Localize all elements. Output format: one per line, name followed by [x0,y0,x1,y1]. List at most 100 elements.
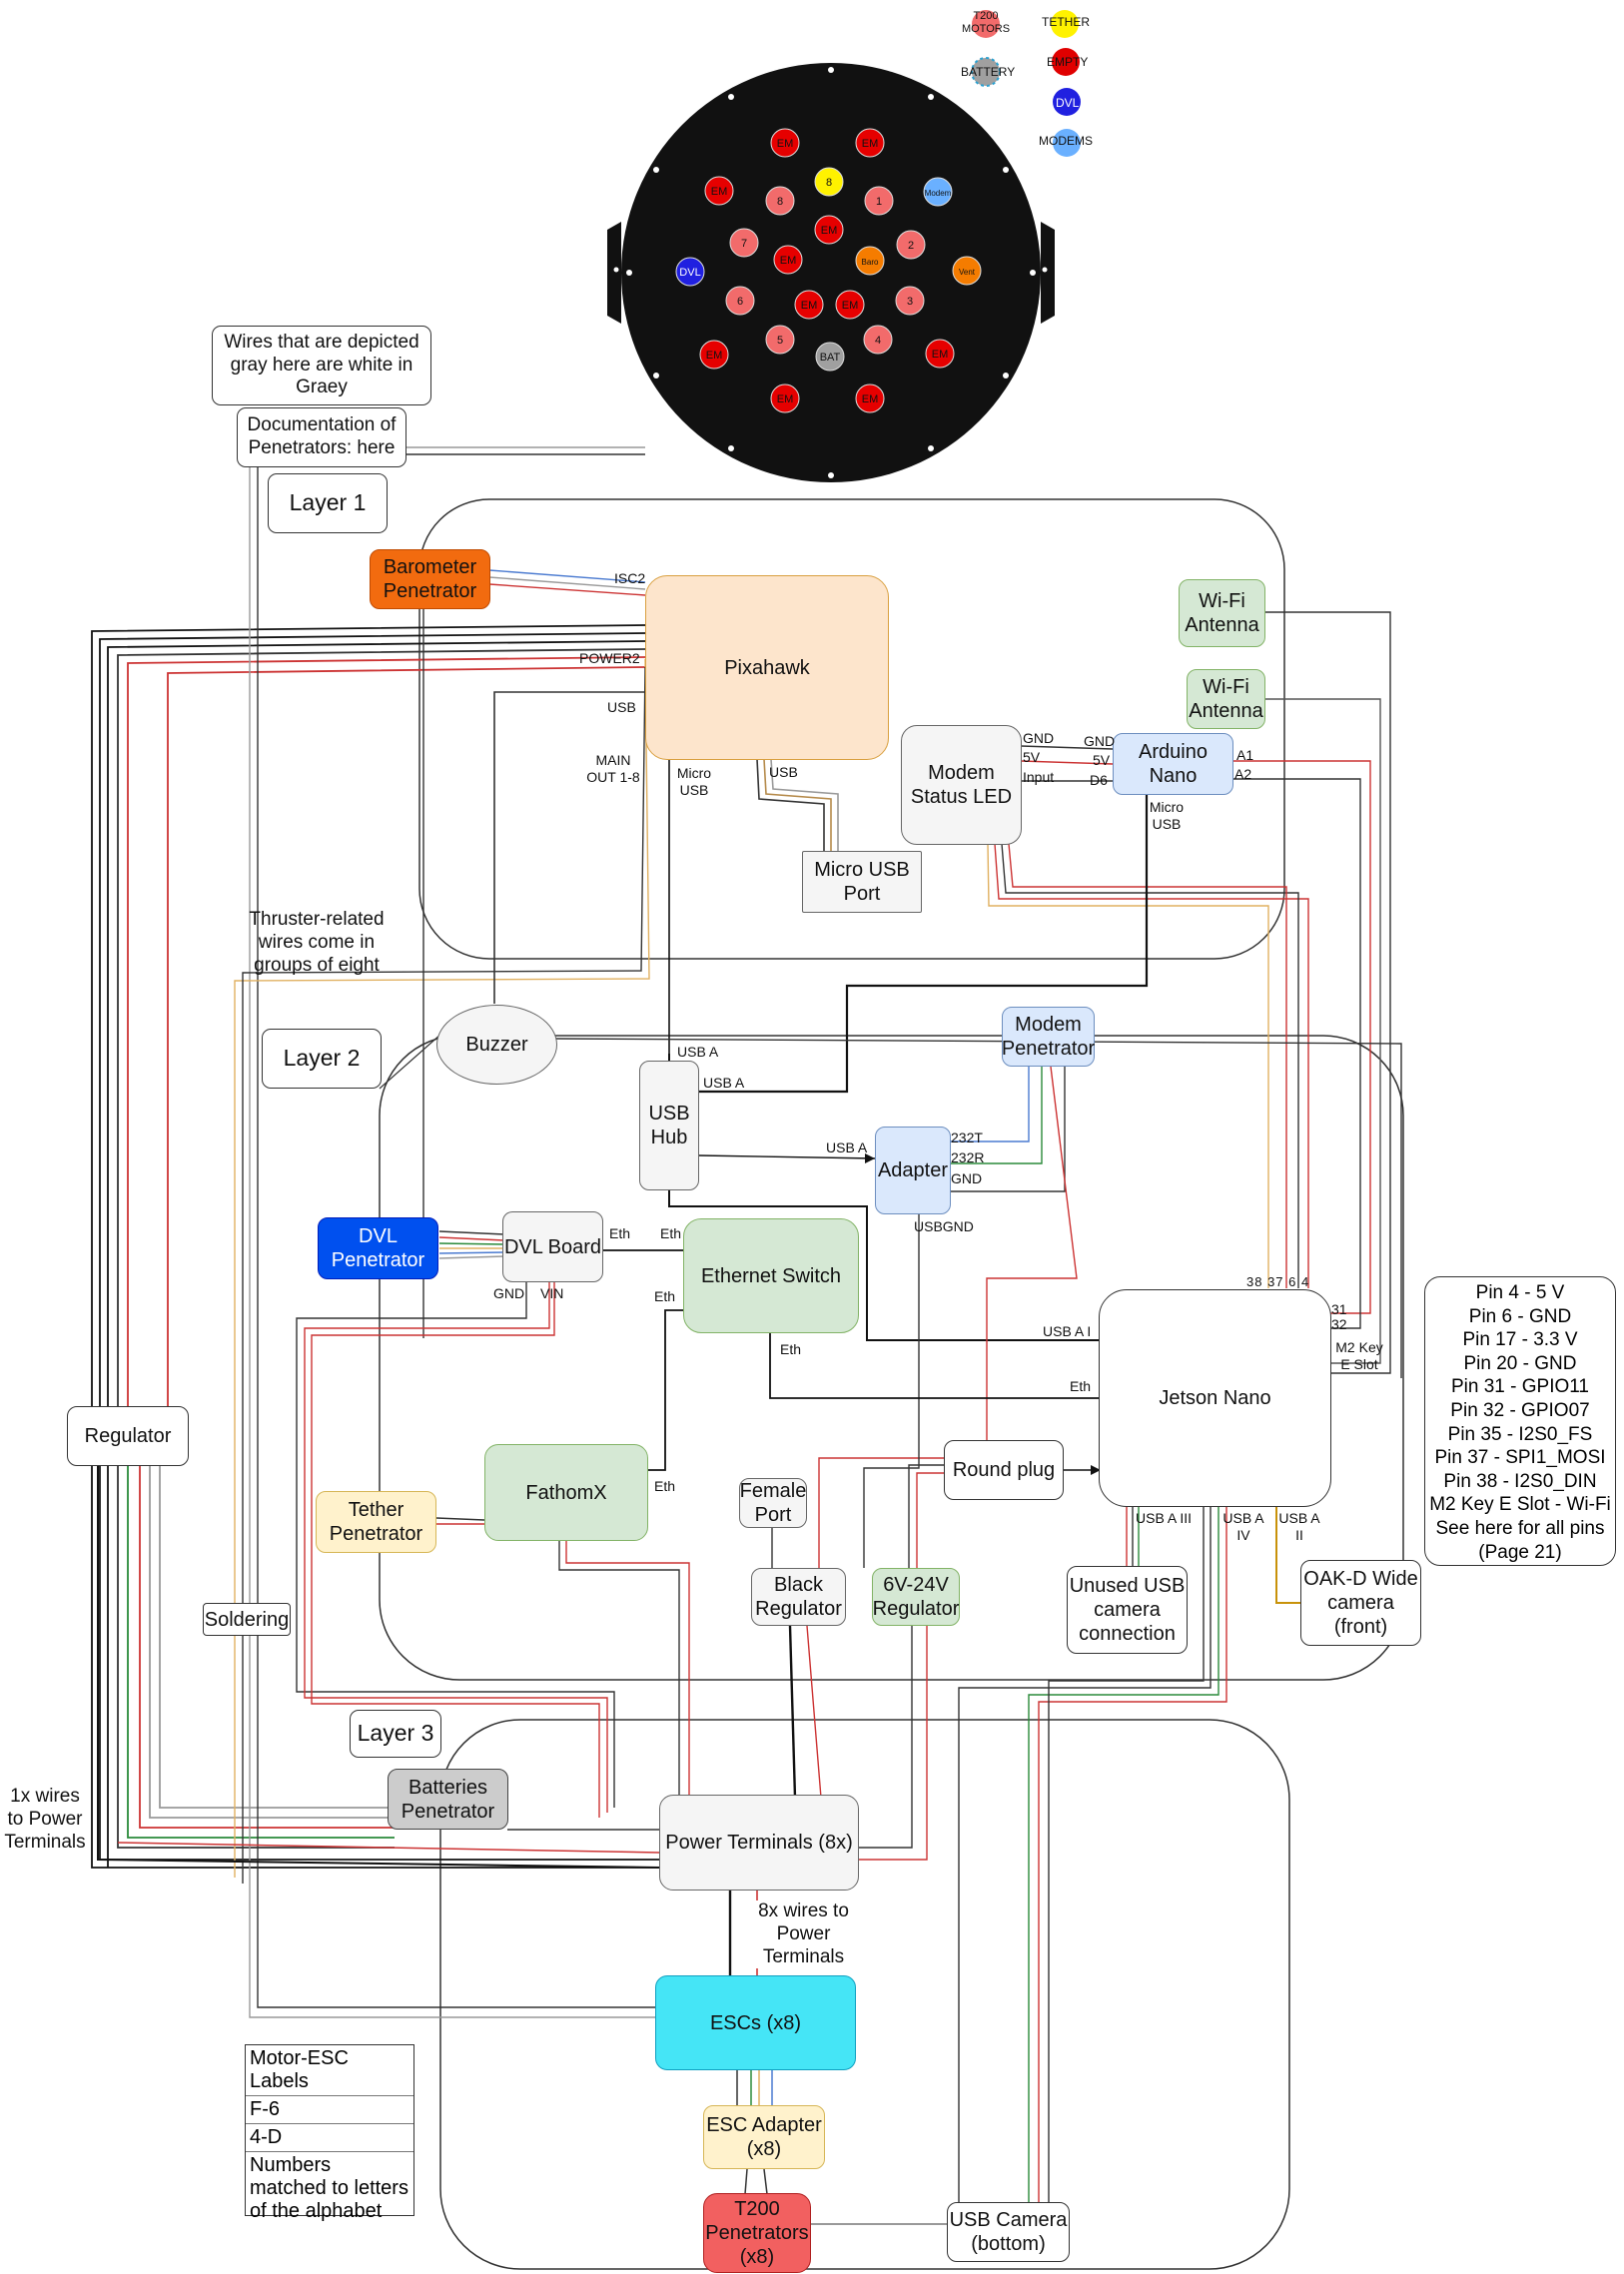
pin-line: M2 Key E Slot - Wi-Fi [1429,1494,1611,1516]
endcap-port-label: Vent [959,268,976,277]
ethernet-switch[interactable]: Ethernet Switch [683,1218,859,1333]
pin-line: Pin 38 - I2S0_DIN [1443,1470,1597,1492]
jetson-nano[interactable]: Jetson Nano [1099,1289,1331,1507]
note-thruster: Thruster-related wires come in groups of… [249,909,385,976]
wifi-antenna-2[interactable]: Wi-Fi Antenna [1187,669,1265,729]
adapter[interactable]: Adapter [875,1127,951,1214]
endcap-port-label: 8 [777,196,783,208]
endcap-port [863,325,893,355]
endcap-port [952,256,982,286]
endcap-port-label: EM [842,300,859,312]
tether-penetrator[interactable]: Tether Penetrator [316,1491,436,1553]
usb-hub[interactable]: USB Hub [639,1061,699,1190]
dvl-board[interactable]: DVL Board [502,1211,603,1282]
oak-d-camera[interactable]: OAK-D Wide camera (front) [1300,1560,1421,1646]
fathomx[interactable]: FathomX [484,1444,648,1541]
wire-label-led-gnd: GND [1023,730,1055,746]
arduino-nano[interactable]: Arduino Nano [1113,733,1233,795]
usb-camera-bottom[interactable]: USB Camera (bottom) [947,2202,1070,2262]
layer1-outline [418,498,1285,960]
regulator[interactable]: Regulator [67,1406,189,1466]
wire-label-232t: 232T [951,1130,983,1145]
micro-usb-port[interactable]: Micro USB Port [802,851,922,913]
pin-line: Pin 6 - GND [1468,1305,1572,1327]
endcap-port [855,246,885,276]
layer2-label: Layer 2 [262,1029,382,1089]
6v-24v-regulator[interactable]: 6V-24V Regulator [872,1568,960,1626]
endcap-port [770,383,800,413]
pin-line: (Page 21) [1478,1541,1562,1563]
modem-penetrator[interactable]: Modem Penetrator [1002,1007,1095,1067]
endcap-port [675,257,705,287]
legend-dvl-label: DVL [1056,96,1080,110]
legend-dot [972,10,1000,38]
batteries-penetrator[interactable]: Batteries Penetrator [388,1769,508,1830]
endcap-port [895,286,925,316]
endcap-port-label: EM [932,349,949,361]
layer2-outline [379,1035,1404,1681]
pixhawk[interactable]: Pixahawk [645,575,889,760]
esc-adapter[interactable]: ESC Adapter (x8) [703,2105,825,2169]
motor-esc-row: 4-D [246,2123,413,2151]
endcap-port-label: 6 [737,296,743,308]
pin-line: Pin 4 - 5 V [1475,1282,1565,1303]
female-port[interactable]: Female Port [739,1478,807,1528]
wire-label-power2: POWER2 [579,650,640,666]
dvl-penetrator[interactable]: DVL Penetrator [318,1217,438,1279]
endcap-port-label: Baro [862,258,879,267]
wire-label-isc2: ISC2 [614,570,646,586]
endcap-port-label: Modem [925,189,952,198]
pin-line: Pin 17 - 3.3 V [1462,1329,1578,1351]
wire-label-hub-usba1: USB A [677,1044,719,1060]
wire-label-ard-micro: Micro USB [1149,799,1185,832]
endcap-port [896,230,926,260]
wifi-antenna-1[interactable]: Wi-Fi Antenna [1179,579,1265,647]
wire-label-dvl-eth: Eth [609,1225,631,1241]
endcap-port [773,245,803,275]
endcap-port-label: 7 [741,238,747,250]
layer1-label: Layer 1 [268,473,388,533]
endcap-port-label: EM [862,138,879,150]
legend-motors-label: T200 MOTORS [961,10,1011,36]
escs[interactable]: ESCs (x8) [655,1975,856,2070]
wire-label-ard-gnd: GND [1084,733,1116,749]
legend-dot [1052,48,1080,76]
endcap-port [923,177,953,207]
endcap-port-label: BAT [820,352,841,364]
endcap-port-label: EM [780,255,797,267]
note-documentation[interactable]: Documentation of Penetrators: here [237,407,406,467]
endcap-port-label: EM [706,350,723,362]
buzzer[interactable]: Buzzer [436,1005,557,1085]
endcap-port-label: 8 [826,177,832,189]
endcap-port [855,128,885,158]
endcap-port [855,383,885,413]
soldering-label: Soldering [203,1603,291,1636]
note-one-x-wires: 1x wires to Power Terminals [4,1786,86,1853]
wire-label-j-pins: 38 37 6 4 [1246,1274,1310,1289]
power-terminals[interactable]: Power Terminals (8x) [659,1795,859,1891]
layer3-label: Layer 3 [350,1710,441,1758]
wire-label-hub-usba2: USB A [703,1075,745,1091]
t200-penetrators[interactable]: T200 Penetrators (x8) [703,2193,811,2273]
round-plug[interactable]: Round plug [944,1440,1064,1500]
endcap-port [765,186,795,216]
layer3-outline [439,1719,1290,2270]
barometer-penetrator[interactable]: Barometer Penetrator [370,549,490,609]
modem-status-led[interactable]: Modem Status LED [901,725,1022,845]
endcap-port [725,286,755,316]
wire-label-micro-usb: Micro USB [676,765,712,798]
pin-line: Pin 35 - I2S0_FS [1447,1423,1593,1445]
wire-label-j-m2: M2 Key E Slot [1335,1339,1383,1372]
black-regulator[interactable]: Black Regulator [751,1568,846,1626]
wire-label-led-input: Input [1023,769,1055,785]
legend-dot [1053,88,1081,116]
note-eight-x-wires: 8x wires to Power Terminals [751,1900,856,1969]
endcap-port-label: DVL [679,267,700,279]
unused-usb-camera-connection[interactable]: Unused USB camera connection [1067,1566,1188,1654]
motor-esc-row: F-6 [246,2095,413,2123]
endcap-port [699,340,729,370]
wire-label-j-31: 31 [1331,1301,1347,1317]
